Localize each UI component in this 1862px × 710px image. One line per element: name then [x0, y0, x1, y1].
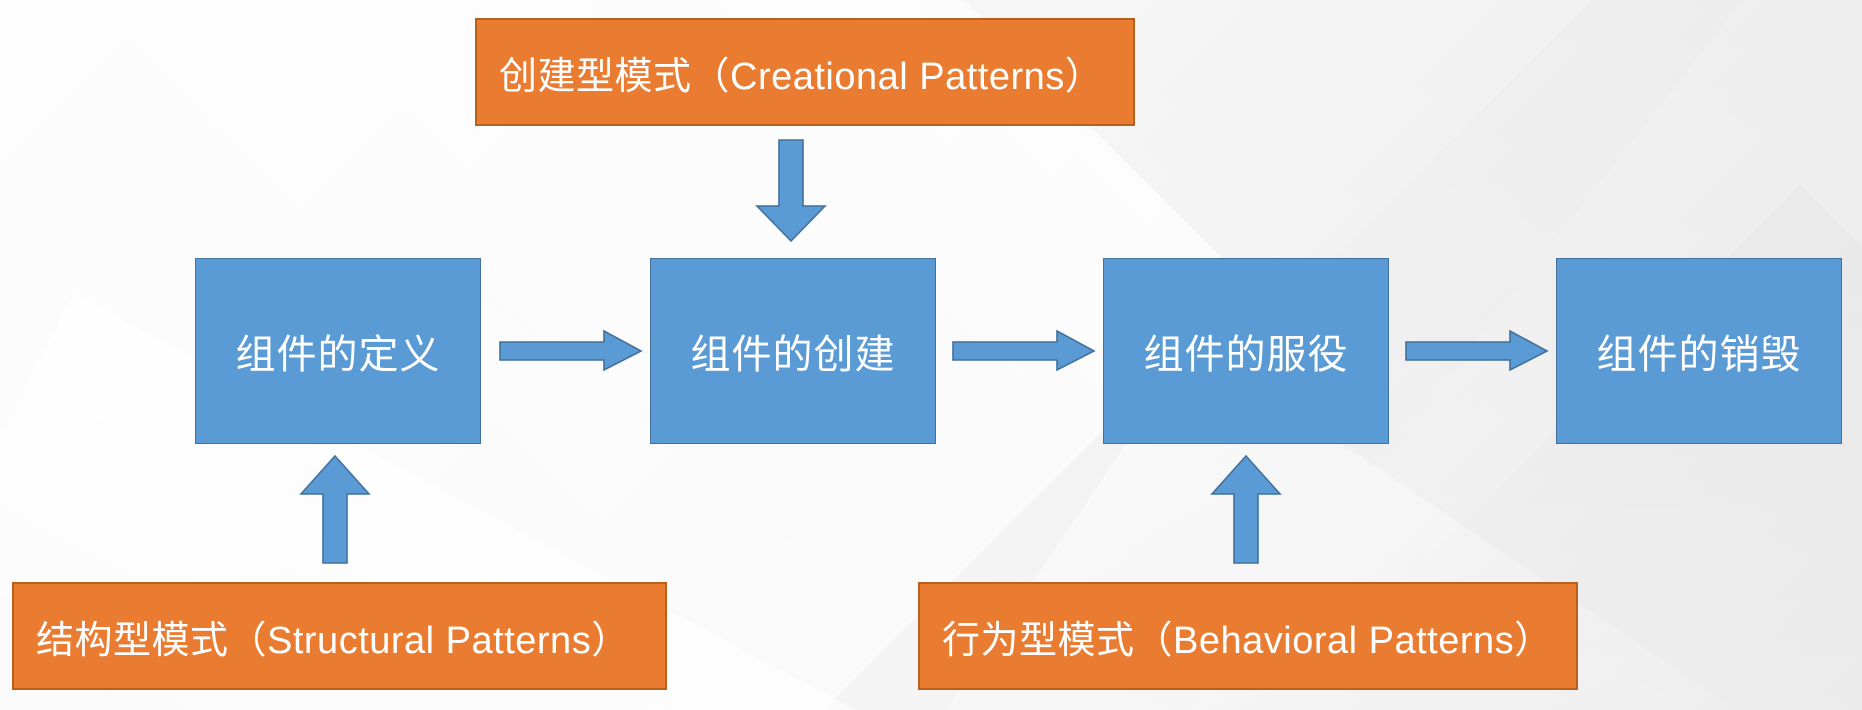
lifecycle-node-service[interactable]: 组件的服役: [1103, 258, 1389, 444]
arrow-right-definition-to-creation: [499, 329, 643, 372]
arrow-up-structural-to-definition: [298, 454, 372, 564]
lifecycle-node-definition-label: 组件的定义: [235, 333, 441, 377]
arrow-down-creational-to-creation: [755, 139, 827, 243]
pattern-node-structural-label: 结构型模式（Structural Patterns）: [36, 619, 630, 662]
pattern-node-behavioral-label: 行为型模式（Behavioral Patterns）: [942, 619, 1553, 662]
lifecycle-node-destruction-label: 组件的销毁: [1596, 333, 1802, 377]
arrow-right-creation-to-service: [952, 329, 1096, 372]
arrow-right-icon: [1405, 329, 1549, 372]
pattern-node-creational-label: 创建型模式（Creational Patterns）: [499, 55, 1104, 98]
pattern-node-creational[interactable]: 创建型模式（Creational Patterns）: [475, 18, 1135, 126]
pattern-node-structural[interactable]: 结构型模式（Structural Patterns）: [12, 582, 667, 690]
lifecycle-node-service-label: 组件的服役: [1143, 333, 1349, 377]
lifecycle-node-destruction[interactable]: 组件的销毁: [1556, 258, 1842, 444]
arrow-down-icon: [755, 139, 827, 243]
pattern-node-behavioral[interactable]: 行为型模式（Behavioral Patterns）: [918, 582, 1578, 690]
arrow-up-behavioral-to-service: [1209, 454, 1283, 564]
arrow-right-icon: [499, 329, 643, 372]
arrow-up-icon: [299, 454, 371, 564]
arrow-right-service-to-destruction: [1405, 329, 1549, 372]
arrow-up-icon: [1210, 454, 1282, 564]
arrow-right-icon: [952, 329, 1096, 372]
lifecycle-node-creation-label: 组件的创建: [690, 333, 896, 377]
lifecycle-node-definition[interactable]: 组件的定义: [195, 258, 481, 444]
lifecycle-node-creation[interactable]: 组件的创建: [650, 258, 936, 444]
